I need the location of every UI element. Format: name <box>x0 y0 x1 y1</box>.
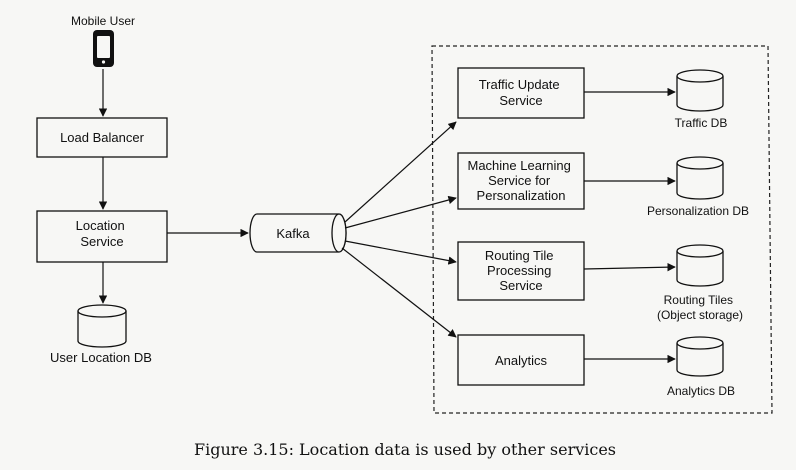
location-service-label-line2: Service <box>80 234 123 249</box>
personalization-db-label: Personalization DB <box>647 204 749 218</box>
routing-tile-service-line3: Service <box>499 278 542 293</box>
services-group-boundary <box>431 45 773 414</box>
load-balancer-label: Load Balancer <box>60 130 145 145</box>
svg-text:Location Service: Location Service <box>76 218 129 249</box>
routing-tile-service-line2: Processing <box>487 263 551 278</box>
analytics-service-node: Analytics <box>457 334 585 386</box>
arrow-kafka-to-ml <box>344 195 457 229</box>
location-service-node: Location Service <box>36 210 168 263</box>
figure-caption: Figure 3.15: Location data is used by ot… <box>194 440 616 459</box>
traffic-update-service-node: Traffic Update Service <box>457 67 585 119</box>
traffic-db-label: Traffic DB <box>675 116 728 130</box>
ml-service-line2: Service for <box>488 173 551 188</box>
traffic-update-service-line2: Service <box>499 93 542 108</box>
user-location-db-label: User Location DB <box>50 350 152 365</box>
traffic-update-service-line1: Traffic Update <box>479 77 560 92</box>
traffic-db-cylinder <box>676 69 724 112</box>
routing-tile-service-line1: Routing Tile <box>485 248 554 263</box>
routing-tiles-label-line2: (Object storage) <box>657 308 743 322</box>
mobile-phone-icon <box>93 30 114 67</box>
svg-text:Machine Learning Service: Machine Learning Service for Personaliza… <box>468 158 575 203</box>
location-service-label-line1: Location <box>76 218 125 233</box>
routing-tile-service-node: Routing Tile Processing Service <box>457 241 585 301</box>
arrow-kafka-to-traffic <box>344 121 457 223</box>
analytics-db-cylinder <box>676 336 724 377</box>
routing-tiles-storage-cylinder <box>676 244 724 287</box>
kafka-queue <box>249 213 347 253</box>
personalization-db-cylinder <box>676 156 724 200</box>
ml-personalization-service-node: Machine Learning Service for Personaliza… <box>457 152 585 210</box>
ml-service-line3: Personalization <box>477 188 566 203</box>
kafka-label: Kafka <box>276 226 310 241</box>
user-location-db-cylinder <box>77 304 127 348</box>
svg-text:Routing Tile Processing: Routing Tile Processing Service <box>485 248 557 293</box>
ml-service-line1: Machine Learning <box>468 158 571 173</box>
analytics-db-label: Analytics DB <box>667 384 735 398</box>
svg-text:Traffic Update Service: Traffic Update Service <box>479 77 564 108</box>
arrow-kafka-to-routing <box>344 240 457 265</box>
load-balancer-node: Load Balancer <box>36 117 168 158</box>
svg-text:Routing Tiles (Object stor: Routing Tiles (Object storage) <box>657 293 743 322</box>
arrow-kafka-to-analytics <box>341 247 457 338</box>
analytics-service-label: Analytics <box>495 353 548 368</box>
arrow-routing-to-tiles <box>583 262 676 272</box>
routing-tiles-label-line1: Routing Tiles <box>664 293 733 307</box>
mobile-user-label: Mobile User <box>71 14 135 28</box>
